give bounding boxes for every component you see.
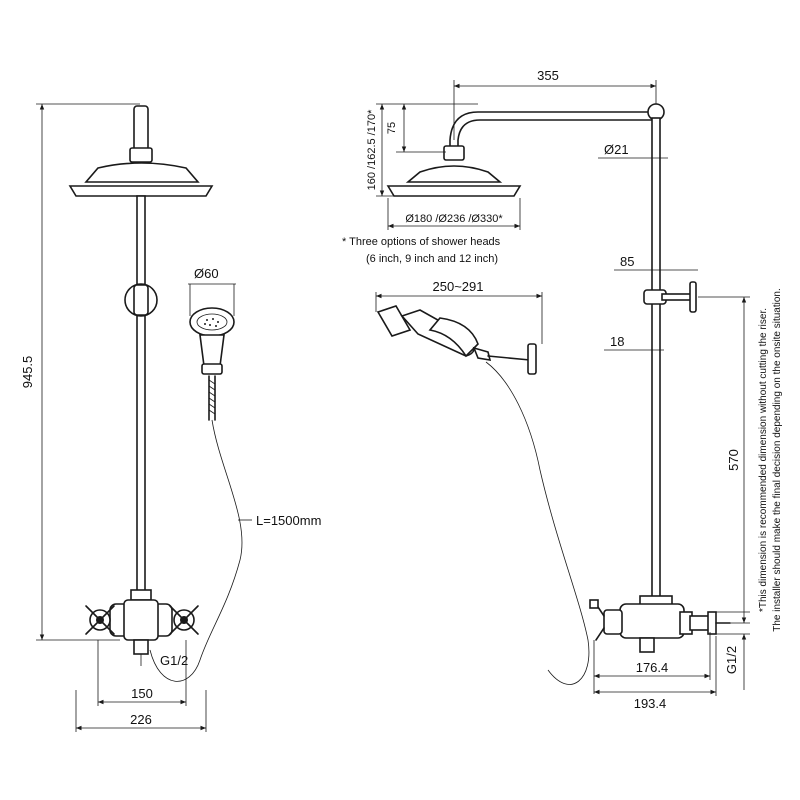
shower-head-side (386, 165, 522, 197)
handshower-length-label: 250~291 (433, 279, 484, 294)
side-note-line-2: The installer should make the final deci… (772, 288, 783, 632)
dim-riser-diameter: Ø21 (598, 142, 668, 159)
hose-side (485, 361, 590, 685)
side-note-line-1: *This dimension is recommended dimension… (758, 308, 769, 612)
dim-valve-depth-2: 193.4 (594, 636, 717, 711)
slide-bracket-side (643, 281, 697, 313)
centers-width-label: 150 (131, 686, 153, 701)
left-handle-front (85, 605, 115, 635)
dim-bracket-offset: 18 (604, 334, 664, 351)
dim-inlet-front: G1/2 (140, 653, 188, 668)
dim-arm-length: 355 (453, 68, 657, 140)
dim-riser-length: 570 (698, 296, 750, 624)
inlet-thread-front: G1/2 (160, 653, 188, 668)
inlet-thread-side: G1/2 (724, 646, 739, 674)
valve-front (85, 589, 199, 655)
hose-length-label: L=1500mm (256, 513, 321, 528)
shower-head-note-2: (6 inch, 9 inch and 12 inch) (366, 253, 498, 265)
dim-head-height: 160 /162.5 /170* (366, 103, 478, 197)
handshower-diameter-label: Ø60 (194, 266, 219, 281)
dim-hose-length: L=1500mm (238, 513, 321, 528)
head-diameter-label: Ø180 /Ø236 /Ø330* (405, 213, 503, 225)
hand-shower-side (376, 305, 537, 375)
dim-height-total: 945.5 (20, 103, 140, 641)
riser-length-label: 570 (726, 449, 741, 471)
shower-head-front (68, 162, 214, 197)
bracket-offset-label: 18 (610, 334, 624, 349)
side-view: 355 160 /162.5 /170* 75 Ø180 /Ø236 /Ø330… (342, 68, 783, 711)
dim-centers: 150 (97, 640, 187, 706)
dim-overall-width: 226 (75, 690, 207, 732)
arm-drop-label: 75 (386, 122, 398, 134)
dim-arm-drop: 75 (386, 104, 446, 153)
height-total-label: 945.5 (20, 356, 35, 389)
bracket-depth-label: 85 (620, 254, 634, 269)
dim-handshower-diameter: Ø60 (188, 266, 236, 316)
valve-depth-1-label: 176.4 (636, 660, 669, 675)
dim-head-diameter: Ø180 /Ø236 /Ø330* (387, 198, 521, 230)
shower-head-note-1: * Three options of shower heads (342, 236, 501, 248)
riser-diameter-label: Ø21 (604, 142, 629, 157)
right-handle-front (169, 605, 199, 635)
hand-shower-front (189, 307, 235, 421)
overall-width-label: 226 (130, 712, 152, 727)
dim-valve-depth-1: 176.4 (593, 632, 711, 694)
front-view: 945.5 Ø60 L=1500mm G1/2 150 (20, 103, 321, 732)
head-height-label: 160 /162.5 /170* (366, 109, 378, 190)
dim-bracket-depth: 85 (614, 254, 698, 271)
dim-handshower-length: 250~291 (375, 279, 543, 344)
valve-depth-2-label: 193.4 (634, 696, 667, 711)
valve-side (589, 595, 731, 653)
hose-front (149, 419, 243, 682)
dim-inlet-side: G1/2 (716, 611, 750, 690)
arm-length-label: 355 (537, 68, 559, 83)
handle-side (589, 599, 623, 641)
slide-bracket-front (124, 283, 158, 317)
